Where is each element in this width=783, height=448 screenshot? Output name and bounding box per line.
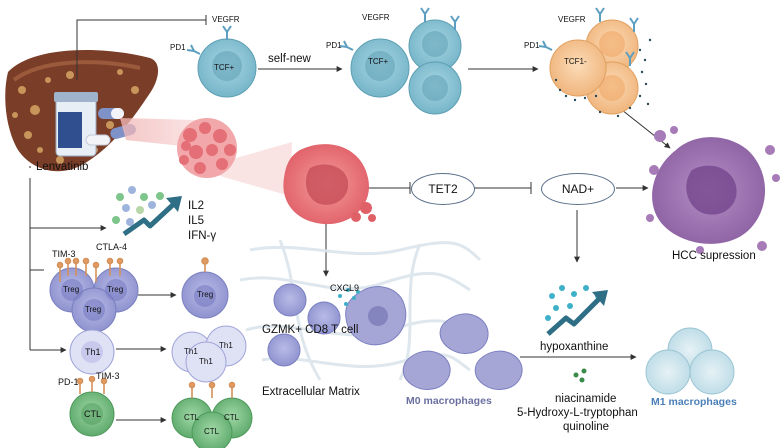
tumor-cell-beam <box>212 142 292 196</box>
th1-label-2: Th1 <box>184 347 198 356</box>
ctl-label-4: CTL <box>204 427 220 436</box>
ctl-cluster <box>171 397 253 448</box>
metabolite-quinoline: quinoline <box>563 421 610 433</box>
extracellular-matrix-label: Extracellular Matrix <box>262 386 360 398</box>
hcc-cell-icon <box>646 126 780 254</box>
macrophage-in-matrix <box>345 286 407 346</box>
th1-label-4: Th1 <box>199 357 213 366</box>
hypoxanthine-label: hypoxanthine <box>540 341 609 353</box>
pd1-label-3: PD1 <box>524 41 540 50</box>
tumor-mass-icon <box>177 118 237 178</box>
tcf-plus-label-1: TCF+ <box>214 63 235 72</box>
tcf-minus-cluster <box>549 19 652 118</box>
treg-label-1: Treg <box>63 285 80 294</box>
pd1-tim3-receptor-icon <box>76 375 236 398</box>
hypoxanthine-dots <box>545 285 601 321</box>
ctla4-label: CTLA-4 <box>96 242 128 252</box>
ctl-label-3: CTL <box>224 413 240 422</box>
vegfr-label-3: VEGFR <box>558 15 586 24</box>
th1-label-1: Th1 <box>85 347 101 357</box>
gzmk-cd8-label: GZMK+ CD8 T cell <box>262 324 359 336</box>
pd1-receptor-icon <box>186 40 553 55</box>
ctl-label-1: CTL <box>84 409 102 419</box>
tcf-plus-cell <box>197 38 257 98</box>
arrow-to-hcc-from-tcf <box>621 109 671 149</box>
cxcl9-dots <box>338 288 360 306</box>
tumor-cell-icon <box>283 144 376 225</box>
cytokine-il2-label: IL2 <box>188 200 204 212</box>
cytokine-ifng-label: IFN-γ <box>188 230 217 242</box>
pd1-dash-label: PD-1 <box>58 377 79 387</box>
treg-label-3: Treg <box>85 305 102 314</box>
hcc-supression-label: HCC supression <box>672 250 756 262</box>
tim3-receptor-icon <box>56 257 209 282</box>
tet2-node: TET2 <box>411 173 475 205</box>
tcf-plus-cluster <box>350 19 462 115</box>
ctl-label-2: CTL <box>184 413 200 422</box>
metabolite-dots <box>573 368 587 383</box>
tcf-minus-label: TCF1- <box>564 57 587 66</box>
m1-macrophage-cluster <box>645 327 735 395</box>
metabolite-niacinamide: niacinamide <box>555 393 617 405</box>
pd1-label-1: PD1 <box>170 43 186 52</box>
cytokine-cluster-icon <box>112 186 164 226</box>
lenvatinib-label: Lenvatinib <box>36 161 89 173</box>
trend-up-arrow-icon <box>122 196 182 237</box>
tcf-plus-label-2: TCF+ <box>368 57 389 66</box>
hypoxanthine-trend-icon <box>546 290 608 336</box>
ctl-cell <box>69 391 115 437</box>
vegfr-label-1: VEGFR <box>212 15 240 24</box>
treg-cell <box>181 271 229 319</box>
th1-cell <box>69 329 115 375</box>
metabolite-5htp: 5-Hydroxy-L-tryptophan <box>517 407 638 419</box>
treg-label-2: Treg <box>107 285 124 294</box>
cytokine-il5-label: IL5 <box>188 215 204 227</box>
tim3-label-2: TIM-3 <box>96 371 120 381</box>
pd1-label-2: PD1 <box>326 41 342 50</box>
m0-macrophage-cluster <box>402 313 523 390</box>
treg-label-4: Treg <box>197 290 214 299</box>
nad-node: NAD+ <box>541 173 615 205</box>
th1-label-3: Th1 <box>219 341 233 350</box>
inhibit-line-vegfr <box>76 19 206 80</box>
vegfr-receptor-icon <box>222 7 639 66</box>
cxcl9-label: CXCL9 <box>330 283 360 293</box>
drug-bottle-icon <box>54 92 98 157</box>
self-new-label: self-new <box>268 53 311 65</box>
m0-macrophages-label: M0 macrophages <box>406 395 492 407</box>
gzmk-cd8-cells <box>267 283 341 367</box>
m1-macrophages-label: M1 macrophages <box>651 396 737 408</box>
tim3-label-1: TIM-3 <box>52 249 76 259</box>
th1-cluster <box>171 325 247 383</box>
vegfr-label-2: VEGFR <box>362 13 390 22</box>
